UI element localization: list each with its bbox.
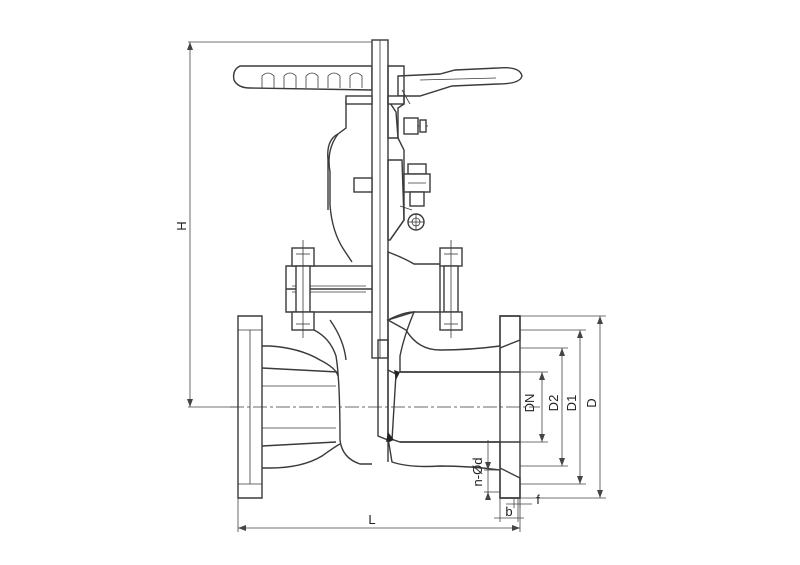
yoke-nut-section (387, 65, 405, 241)
dimension-b (494, 498, 524, 522)
dimension-h (187, 41, 372, 408)
dimension-d1 (520, 329, 586, 485)
dimension-f (506, 498, 532, 508)
dimension-d1-label: D1 (564, 395, 579, 412)
dimension-d-label: D (584, 398, 599, 407)
gland-bolt-upper (403, 117, 428, 135)
flange-bolt-right (439, 240, 463, 338)
valve-body-right-section (386, 310, 521, 499)
dimension-f-label: f (536, 492, 540, 507)
dimension-bolt-holes (484, 440, 500, 500)
dimension-dn (520, 371, 548, 443)
dimension-dn-label: DN (522, 394, 537, 413)
dimension-l-label: L (368, 512, 375, 527)
gland-bolt-lower (403, 163, 431, 207)
dimension-h-label: H (174, 221, 189, 230)
dimension-d (520, 315, 606, 499)
dimension-bolt-holes-label: n-Ød (470, 458, 485, 487)
dimension-b-label: b (505, 504, 512, 519)
dimension-l (237, 498, 521, 532)
lubricator-fitting (399, 205, 425, 231)
dimension-d2 (520, 347, 568, 467)
stem (371, 39, 389, 359)
handwheel-grip-ribs (261, 72, 363, 88)
dimension-d2-label: D2 (546, 395, 561, 412)
